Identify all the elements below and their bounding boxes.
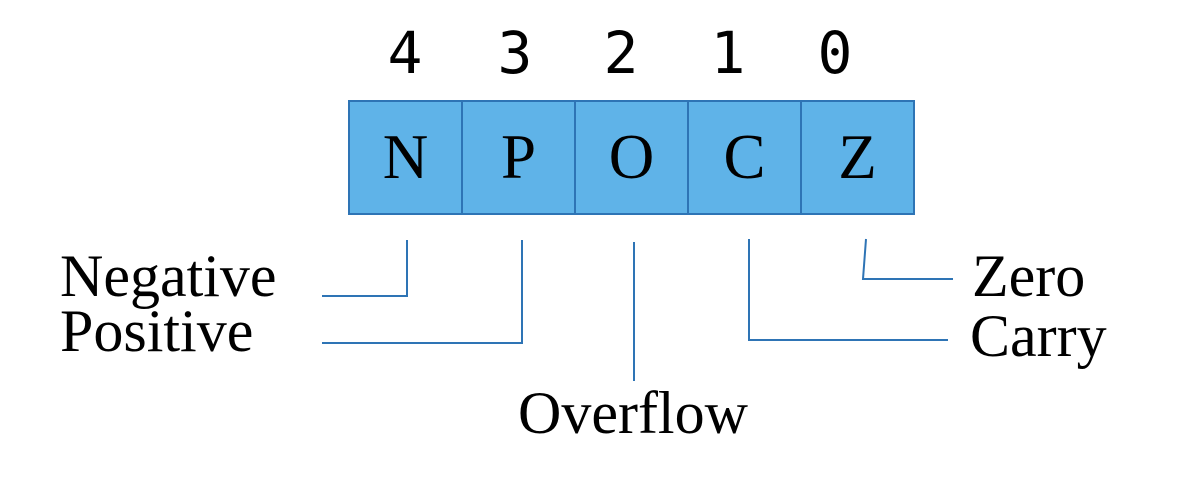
connector-zero-line — [861, 238, 953, 280]
register-cell-overflow: O — [574, 102, 687, 213]
bit-index-0: 0 — [817, 19, 853, 87]
flag-letter-o: O — [608, 122, 655, 192]
flag-letter-p: P — [500, 122, 537, 192]
flag-letter-z: Z — [838, 122, 877, 192]
bit-index-3: 3 — [497, 19, 533, 87]
bit-index-1: 1 — [710, 19, 746, 87]
label-overflow: Overflow — [518, 380, 748, 446]
flag-letter-n: N — [382, 122, 429, 192]
bit-index-4: 4 — [387, 19, 423, 87]
bit-index-2: 2 — [603, 19, 639, 87]
connector-positive-line — [322, 240, 523, 344]
flag-letter-c: C — [723, 122, 766, 192]
label-carry: Carry — [970, 303, 1107, 369]
register-cell-zero: Z — [800, 102, 913, 213]
label-negative: Negative — [60, 243, 277, 309]
connector-carry-line — [748, 239, 948, 341]
register-cell-positive: P — [461, 102, 574, 213]
flags-register: N P O C Z — [348, 100, 915, 215]
label-zero: Zero — [972, 243, 1086, 309]
register-cell-carry: C — [687, 102, 800, 213]
connector-negative-line — [322, 240, 408, 297]
label-positive: Positive — [60, 298, 254, 364]
register-cell-negative: N — [350, 102, 461, 213]
